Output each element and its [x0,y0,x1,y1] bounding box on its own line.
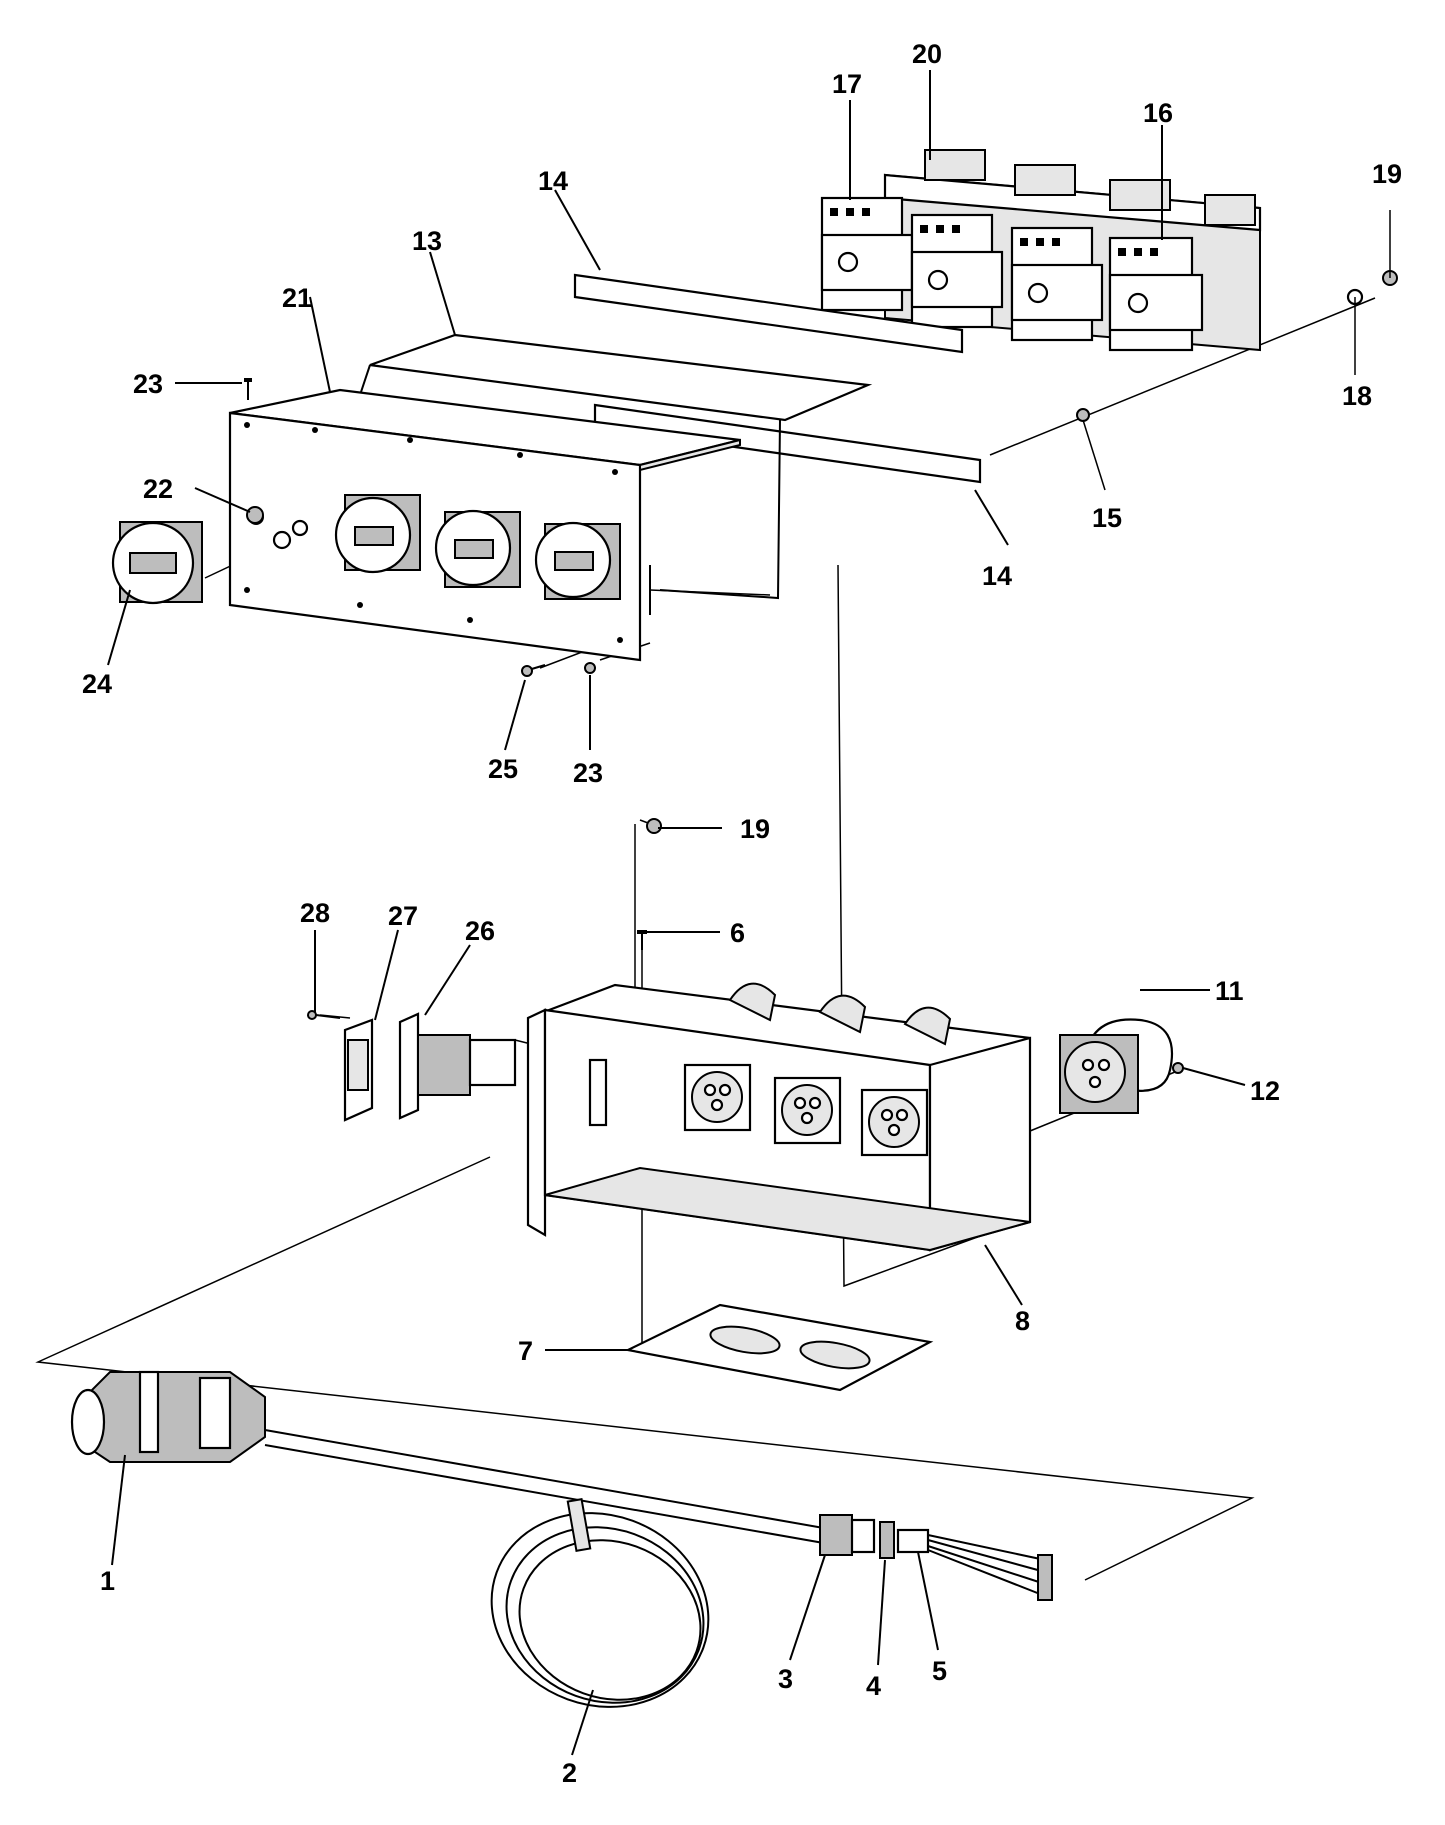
callout-8: 8 [1015,1306,1030,1336]
callout-labels: 1 2 3 4 5 6 7 8 11 12 13 14 14 15 16 17 … [82,39,1402,1788]
rotary-switch-24 [111,521,203,605]
panel-switch-1 [334,494,421,574]
breaker-26 [398,1012,517,1120]
callout-18: 18 [1342,381,1372,411]
screw-28 [307,1010,341,1020]
socket-3 [860,1088,929,1157]
callout-13: 13 [412,226,442,256]
callout-26: 26 [465,916,495,946]
callout-2: 2 [562,1758,577,1788]
nut-19-middle [646,818,662,834]
callout-14-upper: 14 [538,166,568,196]
callout-24: 24 [82,669,112,699]
grommet-22 [246,506,264,524]
callout-5: 5 [932,1656,947,1686]
nut-15 [1076,408,1090,422]
callout-1: 1 [100,1566,115,1596]
plate-7 [624,1303,934,1392]
callout-15: 15 [1092,503,1122,533]
screw-23-bottom [584,662,596,674]
callout-23-bottom: 23 [573,758,603,788]
gland-3 [819,1514,876,1556]
callout-25: 25 [488,754,518,784]
rail-14-upper [573,273,964,354]
rail-14-lower [593,403,982,484]
callout-22: 22 [143,474,173,504]
cover-frame-13 [369,333,873,422]
enclosure-box-8 [526,982,1032,1252]
contactor-3 [1010,226,1104,342]
contactor-assembly [820,149,1262,352]
callout-12: 12 [1250,1076,1280,1106]
screw-23-top [244,378,252,382]
callout-16: 16 [1143,98,1173,128]
callout-4: 4 [866,1671,881,1701]
screw-12 [1172,1062,1184,1074]
callout-21: 21 [282,283,312,313]
cable-end-5 [896,1528,1053,1601]
contactor-4 [1108,236,1204,352]
contactor-1 [820,196,914,312]
socket-2 [773,1076,842,1145]
front-panel-21 [228,388,741,662]
locknut-4 [879,1521,895,1559]
cable-coil-2 [490,1498,710,1708]
callout-6: 6 [730,918,745,948]
callout-20: 20 [912,39,942,69]
socket-11 [1059,1018,1174,1114]
callout-3: 3 [778,1664,793,1694]
bracket-27 [343,1018,374,1122]
callout-11: 11 [1215,976,1244,1006]
leader-lines [107,70,1246,1756]
cable [264,1429,836,1531]
panel-switch-2 [434,509,521,588]
plug-1 [70,1370,266,1463]
callout-14-lower: 14 [982,561,1012,591]
callout-28: 28 [300,898,330,928]
panel-switch-3 [534,521,621,600]
callout-17: 17 [832,69,862,99]
callout-19-top: 19 [1372,159,1402,189]
contactor-2 [910,213,1004,329]
callout-23-top: 23 [133,369,163,399]
callout-19-middle: 19 [740,814,770,844]
callout-7: 7 [518,1336,533,1366]
callout-27: 27 [388,901,418,931]
socket-1 [683,1063,752,1132]
